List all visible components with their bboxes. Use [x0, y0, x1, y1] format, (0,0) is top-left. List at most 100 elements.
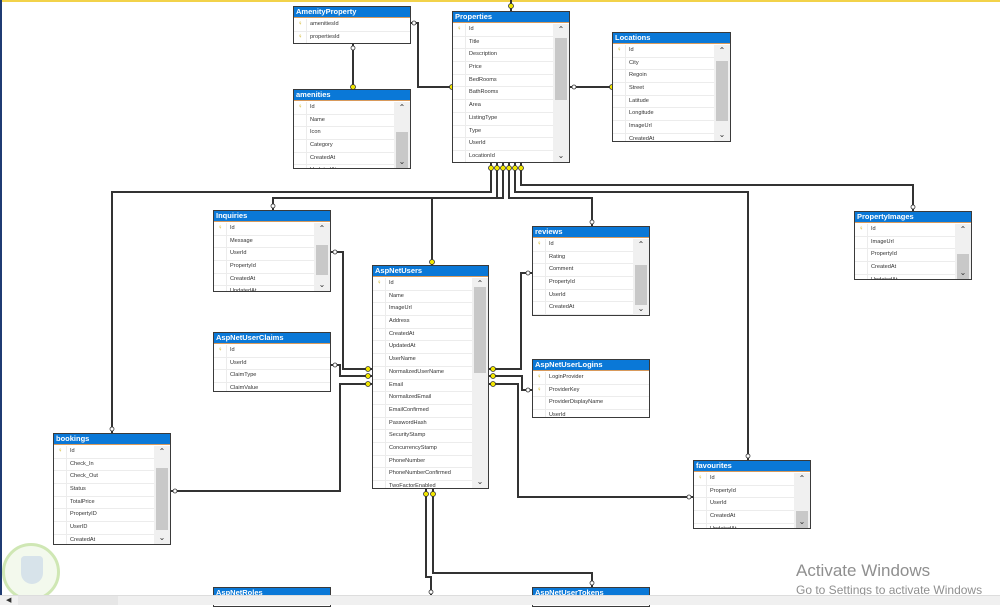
column-row[interactable]: PropertyID	[54, 509, 154, 523]
scroll-thumb[interactable]	[716, 61, 728, 121]
vertical-scrollbar[interactable]: ⌃ ⌄	[553, 24, 569, 162]
column-row[interactable]: CreatedAt	[294, 152, 394, 166]
column-row[interactable]: UserId	[533, 289, 633, 303]
chevron-up-icon[interactable]: ⌃	[718, 46, 726, 55]
column-row[interactable]: ♀propertiesId	[294, 31, 410, 43]
column-row[interactable]: Rating	[533, 251, 633, 265]
table-title[interactable]: reviews	[533, 227, 649, 238]
column-row[interactable]: NormalizedEmail	[373, 392, 472, 405]
column-row[interactable]: EmailConfirmed	[373, 404, 472, 418]
column-row[interactable]: ProviderDisplayName	[533, 397, 649, 411]
column-row[interactable]: BedRooms	[453, 74, 553, 88]
vertical-scrollbar[interactable]: ⌃ ⌄	[955, 224, 971, 279]
scroll-thumb[interactable]	[316, 245, 328, 275]
chevron-down-icon[interactable]: ⌄	[398, 157, 406, 166]
column-row[interactable]: CreatedAt	[54, 534, 154, 544]
column-row[interactable]: ♀Id	[54, 446, 154, 459]
table-title[interactable]: favourites	[694, 461, 810, 472]
column-row[interactable]: ImageUrl	[855, 236, 955, 250]
column-row[interactable]: UpdatedAt	[533, 315, 633, 316]
vertical-scrollbar[interactable]: ⌃ ⌄	[154, 446, 170, 544]
column-row[interactable]: Name	[373, 290, 472, 304]
table-title[interactable]: AspNetUsers	[373, 266, 488, 277]
scroll-thumb[interactable]	[635, 265, 647, 305]
chevron-down-icon[interactable]: ⌄	[798, 517, 806, 526]
column-row[interactable]: CreatedAt	[613, 133, 714, 141]
column-row[interactable]: Title	[453, 36, 553, 50]
chevron-down-icon[interactable]: ⌄	[637, 304, 645, 313]
column-row[interactable]: UpdatedAt	[294, 165, 394, 168]
column-row[interactable]: ImageUrl	[373, 303, 472, 317]
column-row[interactable]: ♀Id	[373, 278, 472, 291]
column-row[interactable]: TotalPrice	[54, 496, 154, 510]
column-row[interactable]: Address	[373, 316, 472, 329]
scroll-left-icon[interactable]: ◀	[6, 597, 12, 604]
chevron-down-icon[interactable]: ⌄	[318, 280, 326, 289]
vertical-scrollbar[interactable]: ⌃ ⌄	[394, 102, 410, 168]
column-row[interactable]: Latitude	[613, 95, 714, 109]
column-row[interactable]: Message	[214, 235, 314, 249]
column-row[interactable]: ♀Id	[453, 24, 553, 37]
column-row[interactable]: UserId	[694, 498, 794, 512]
column-row[interactable]: Check_Out	[54, 471, 154, 485]
chevron-up-icon[interactable]: ⌃	[158, 447, 166, 456]
table-amenityproperty[interactable]: AmenityProperty♀amenitiesId♀propertiesId	[293, 6, 411, 44]
column-row[interactable]: UpdatedAt	[855, 274, 955, 279]
vertical-scrollbar[interactable]: ⌃ ⌄	[633, 239, 649, 315]
column-row[interactable]: BathRooms	[453, 87, 553, 101]
column-row[interactable]: UserID	[54, 522, 154, 535]
column-row[interactable]: CreatedAt	[694, 511, 794, 524]
column-row[interactable]: Description	[453, 49, 553, 63]
table-title[interactable]: PropertyImages	[855, 212, 971, 223]
vertical-scrollbar[interactable]: ⌃ ⌄	[314, 223, 330, 291]
column-row[interactable]: UserId	[214, 357, 330, 371]
vertical-scrollbar[interactable]: ⌃ ⌄	[472, 278, 488, 488]
column-row[interactable]: PasswordHash	[373, 417, 472, 431]
column-row[interactable]: ♀ProviderKey	[533, 384, 649, 398]
column-row[interactable]: Comment	[533, 264, 633, 278]
chevron-down-icon[interactable]: ⌄	[718, 130, 726, 139]
column-row[interactable]: Type	[453, 125, 553, 139]
chevron-up-icon[interactable]: ⌃	[637, 240, 645, 249]
column-row[interactable]: UserId	[533, 410, 649, 417]
scroll-thumb[interactable]	[474, 287, 486, 373]
chevron-down-icon[interactable]: ⌄	[476, 477, 484, 486]
column-row[interactable]: PropertyId	[694, 485, 794, 499]
column-row[interactable]: TwoFactorEnabled	[373, 481, 472, 488]
column-row[interactable]: CreatedAt	[373, 328, 472, 342]
column-row[interactable]: CreatedAt	[855, 262, 955, 275]
scroll-thumb[interactable]	[156, 468, 168, 530]
column-row[interactable]: PhoneNumberConfirmed	[373, 468, 472, 481]
column-row[interactable]: ♀amenitiesId	[294, 19, 410, 32]
column-row[interactable]: Icon	[294, 127, 394, 141]
column-row[interactable]: UserId	[453, 138, 553, 151]
table-title[interactable]: AmenityProperty	[294, 7, 410, 18]
chevron-down-icon[interactable]: ⌄	[158, 533, 166, 542]
column-row[interactable]: ♀LoginProvider	[533, 372, 649, 385]
table-aspnetuserlogins[interactable]: AspNetUserLogins♀LoginProvider♀ProviderK…	[532, 359, 650, 418]
column-row[interactable]: Regoin	[613, 70, 714, 84]
column-row[interactable]: ClaimType	[214, 370, 330, 384]
column-row[interactable]: PhoneNumber	[373, 455, 472, 469]
scroll-thumb[interactable]	[555, 38, 567, 100]
column-row[interactable]: Category	[294, 140, 394, 153]
table-amenities[interactable]: amenities♀IdNameIconCategoryCreatedAtUpd…	[293, 89, 411, 169]
chevron-down-icon[interactable]: ⌄	[959, 268, 967, 277]
column-row[interactable]: ConcurrencyStamp	[373, 442, 472, 456]
chevron-up-icon[interactable]: ⌃	[398, 103, 406, 112]
column-row[interactable]: UserId	[214, 248, 314, 262]
column-row[interactable]: Name	[294, 114, 394, 128]
table-title[interactable]: AspNetUserClaims	[214, 333, 330, 344]
column-row[interactable]: Check_In	[54, 458, 154, 472]
vertical-scrollbar[interactable]: ⌃ ⌄	[794, 473, 810, 528]
horizontal-scrollbar[interactable]: ◀	[0, 595, 1000, 605]
column-row[interactable]: City	[613, 57, 714, 71]
column-row[interactable]: ♀Id	[294, 102, 394, 115]
